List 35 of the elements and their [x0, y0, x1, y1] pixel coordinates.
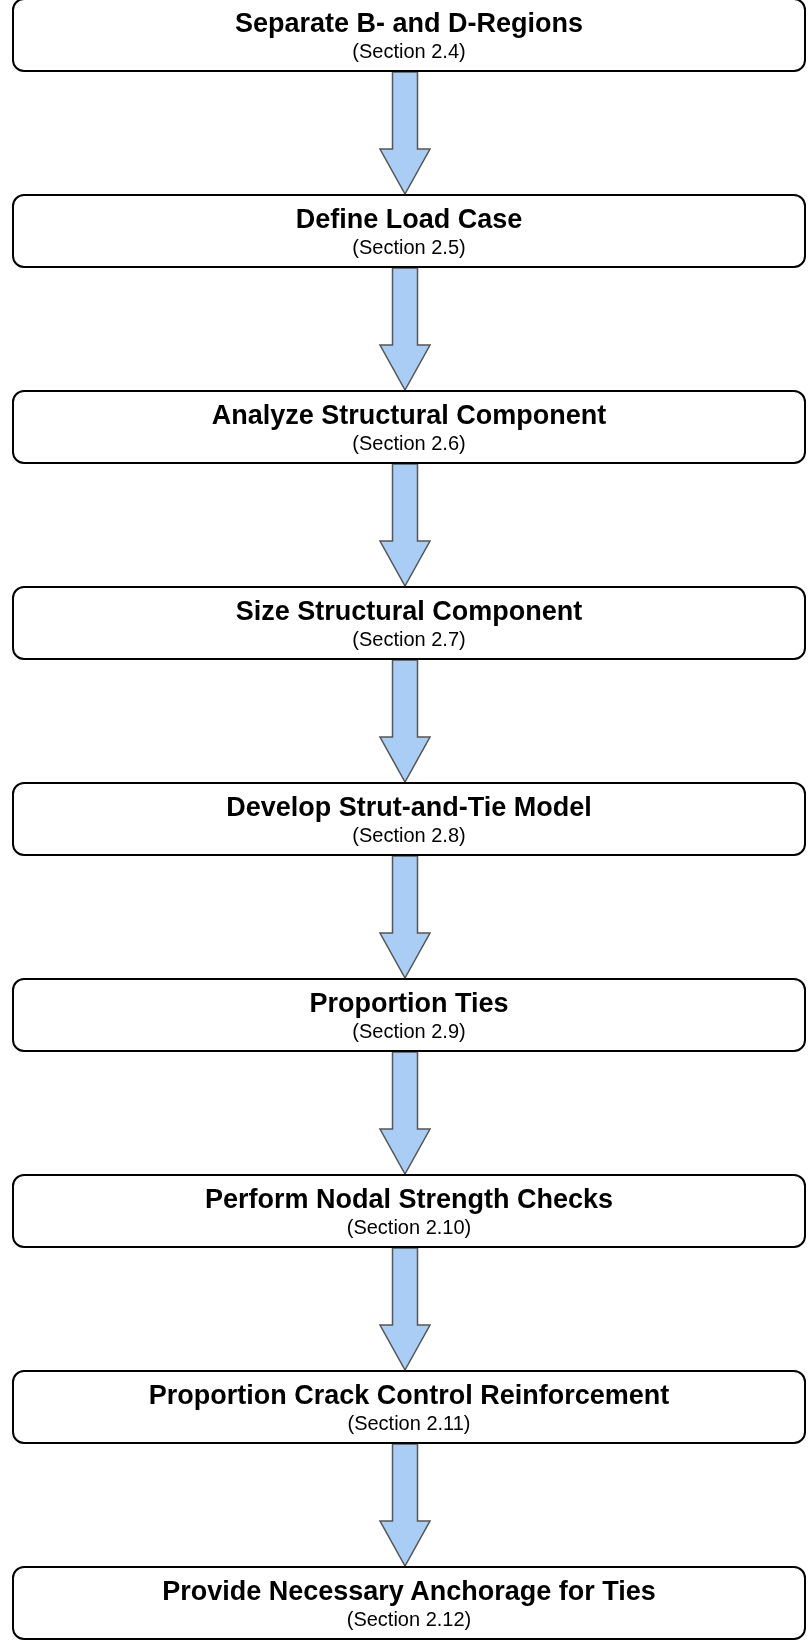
step-title: Proportion Ties	[309, 987, 509, 1019]
step-title: Analyze Structural Component	[211, 399, 607, 431]
process-box	[12, 978, 806, 1052]
process-box	[12, 1370, 806, 1444]
process-box	[12, 1566, 806, 1640]
step-title: Separate B- and D-Regions	[234, 7, 584, 39]
step-title: Provide Necessary Anchorage for Ties	[162, 1575, 656, 1607]
process-box	[12, 1174, 806, 1248]
section-reference: (Section 2.11)	[347, 1410, 471, 1435]
section-reference: (Section 2.4)	[352, 38, 466, 63]
block-arrow	[378, 71, 432, 196]
block-arrow	[378, 267, 432, 392]
step-title: Develop Strut-and-Tie Model	[226, 791, 592, 823]
process-box	[12, 586, 806, 660]
step-title: Proportion Crack Control Reinforcement	[148, 1379, 670, 1411]
process-box	[12, 390, 806, 464]
section-reference: (Section 2.8)	[352, 822, 466, 847]
step-title: Perform Nodal Strength Checks	[204, 1183, 614, 1215]
section-reference: (Section 2.5)	[352, 234, 466, 259]
section-reference: (Section 2.12)	[346, 1606, 472, 1631]
process-box	[12, 194, 806, 268]
section-reference: (Section 2.7)	[352, 626, 466, 651]
process-box	[12, 782, 806, 856]
section-reference: (Section 2.9)	[352, 1018, 466, 1043]
block-arrow	[378, 1051, 432, 1176]
step-title: Size Structural Component	[235, 595, 583, 627]
step-title: Define Load Case	[295, 203, 523, 235]
process-box	[12, 0, 806, 72]
block-arrow	[378, 1443, 432, 1568]
section-reference: (Section 2.6)	[352, 430, 466, 455]
block-arrow	[378, 1247, 432, 1372]
section-reference: (Section 2.10)	[346, 1214, 472, 1239]
block-arrow	[378, 659, 432, 784]
block-arrow	[378, 463, 432, 588]
block-arrow	[378, 855, 432, 980]
